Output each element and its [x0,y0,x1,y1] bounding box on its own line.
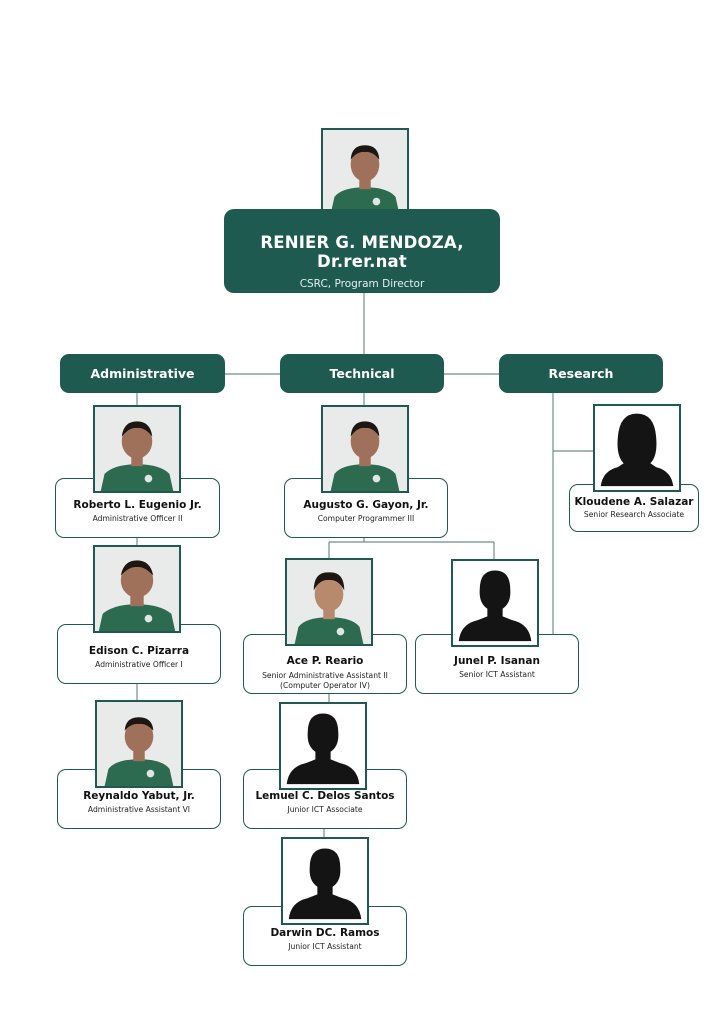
person-portrait-icon [323,130,407,214]
staff-role-line2: (Computer Operator IV) [280,680,370,690]
staff-name: Ace P. Reario [286,655,364,667]
staff-name: Roberto L. Eugenio Jr. [73,499,202,511]
director-box: RENIER G. MENDOZA, Dr.rer.nat CSRC, Prog… [224,209,500,293]
staff-name: Junel P. Isanan [454,655,540,667]
female-silhouette-icon [595,406,679,490]
staff-name: Edison C. Pizarra [88,645,190,657]
photo-ramos [281,837,369,925]
photo-pizarra [93,545,181,633]
staff-role: Administrative Officer I [95,660,183,669]
staff-role: Junior ICT Assistant [288,942,362,951]
photo-reario [285,558,373,646]
director-role: CSRC, Program Director [299,278,425,290]
person-portrait-icon [95,547,179,631]
dept-administrative: Administrative [60,354,225,393]
person-portrait-icon [323,407,407,491]
card-salazar: Kloudene A. Salazar Senior Research Asso… [569,484,699,532]
person-portrait-icon [95,407,179,491]
staff-role: Senior Administrative Assistant II (Comp… [244,671,406,691]
photo-yabut [95,700,183,788]
photo-delossantos [279,702,367,790]
staff-role: Senior Research Associate [583,510,685,519]
photo-isanan [451,559,539,647]
staff-name: Reynaldo Yabut, Jr. [83,790,195,802]
staff-role: Administrative Officer II [92,514,183,523]
person-silhouette-icon [281,704,365,788]
dept-research: Research [499,354,663,393]
director-photo [321,128,409,216]
dept-technical: Technical [280,354,444,393]
person-silhouette-icon [453,561,537,645]
photo-gayon [321,405,409,493]
staff-name: Darwin DC. Ramos [270,927,380,939]
card-gayon: Augusto G. Gayon, Jr. Computer Programme… [284,478,448,538]
staff-role-line1: Senior Administrative Assistant II [262,671,388,680]
person-portrait-icon [287,560,371,644]
card-pizarra: Edison C. Pizarra Administrative Officer… [57,624,221,684]
staff-role: Computer Programmer III [317,514,415,523]
staff-name: Kloudene A. Salazar [574,496,694,508]
photo-salazar [593,404,681,492]
staff-role: Junior ICT Associate [287,805,363,814]
staff-role: Administrative Assistant VI [87,805,191,814]
staff-name: Lemuel C. Delos Santos [255,790,395,802]
photo-eugenio [93,405,181,493]
person-silhouette-icon [283,839,367,923]
staff-role: Senior ICT Assistant [459,670,535,679]
person-portrait-icon [97,702,181,786]
director-name: RENIER G. MENDOZA, Dr.rer.nat [260,233,464,271]
staff-name: Augusto G. Gayon, Jr. [303,499,429,511]
